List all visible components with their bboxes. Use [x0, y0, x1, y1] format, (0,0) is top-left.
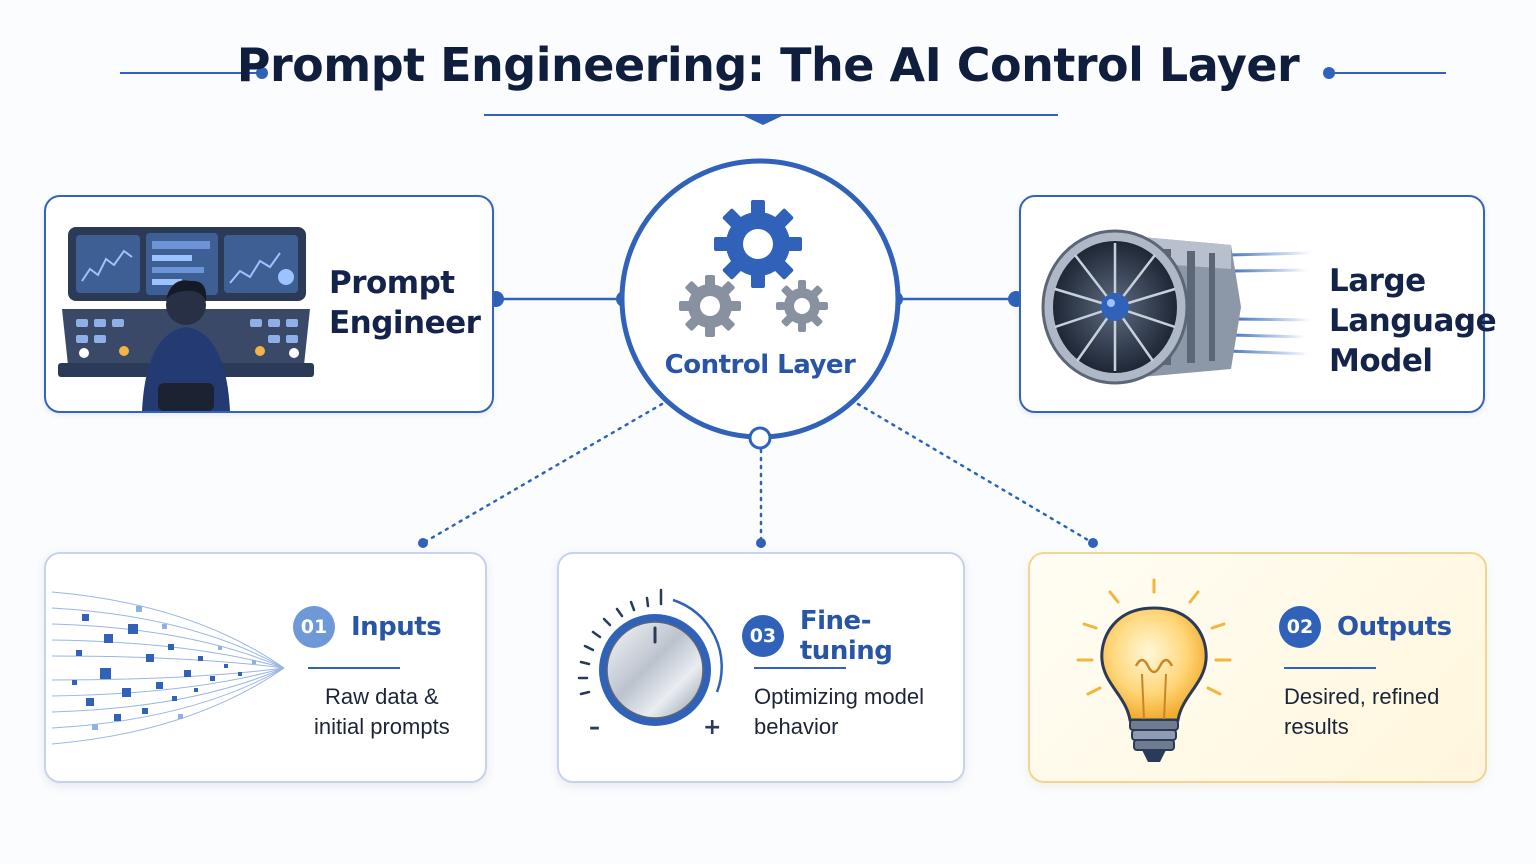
outputs-description: Desired, refined results	[1284, 684, 1440, 739]
finetuning-description: Optimizing model behavior	[754, 684, 924, 739]
inputs-description: Raw data & initial prompts	[314, 684, 450, 739]
outputs-divider	[1284, 667, 1376, 669]
page-title: Prompt Engineering: The AI Control Layer	[236, 38, 1300, 92]
dotted-connector-outputs	[856, 402, 1098, 548]
knob-plus: +	[703, 715, 721, 740]
inputs-title: Inputs	[351, 612, 442, 642]
inputs-card: 01 Inputs Raw data & initial prompts	[44, 552, 487, 783]
control-layer-label: Control Layer	[664, 350, 856, 380]
title-right-rule	[1323, 67, 1446, 79]
knob-minus: –	[589, 715, 600, 740]
prompt-engineer-card: Prompt Engineer	[44, 195, 494, 413]
step-badge: 03	[742, 615, 784, 657]
step-badge: 02	[1279, 606, 1321, 648]
dotted-connector-inputs	[418, 402, 664, 548]
llm-card: Large Language Model	[1019, 195, 1497, 413]
gears-icon	[679, 200, 828, 337]
connector-control-to-model	[887, 291, 1024, 307]
outputs-card: 02 Outputs Desired, refined results	[1028, 552, 1487, 783]
control-layer-circle	[619, 158, 901, 450]
lightbulb-icon	[1076, 578, 1232, 762]
finetuning-divider	[754, 667, 846, 669]
data-particles-icon	[52, 591, 285, 745]
title-left-rule	[120, 67, 268, 79]
step-badge: 01	[293, 606, 335, 648]
dotted-connector-finetuning	[756, 448, 766, 548]
finetuning-heading: 03 Fine-tuning	[742, 606, 963, 666]
tuning-knob-icon: – +	[577, 588, 723, 740]
connector-engineer-to-control	[488, 291, 632, 307]
inputs-heading: 01 Inputs	[293, 606, 442, 648]
title-underline	[484, 114, 1058, 125]
outputs-title: Outputs	[1337, 612, 1452, 642]
llm-label: Large Language Model	[1329, 263, 1497, 379]
outputs-heading: 02 Outputs	[1279, 606, 1452, 648]
finetuning-title: Fine-tuning	[799, 606, 893, 666]
inputs-divider	[308, 667, 400, 669]
console-operator-illustration	[58, 227, 314, 411]
jet-engine-illustration	[1041, 229, 1311, 385]
prompt-engineer-label: Prompt Engineer	[329, 265, 481, 341]
finetuning-card: – + 03 Fine-tuning Optimizing model beha…	[557, 552, 965, 783]
